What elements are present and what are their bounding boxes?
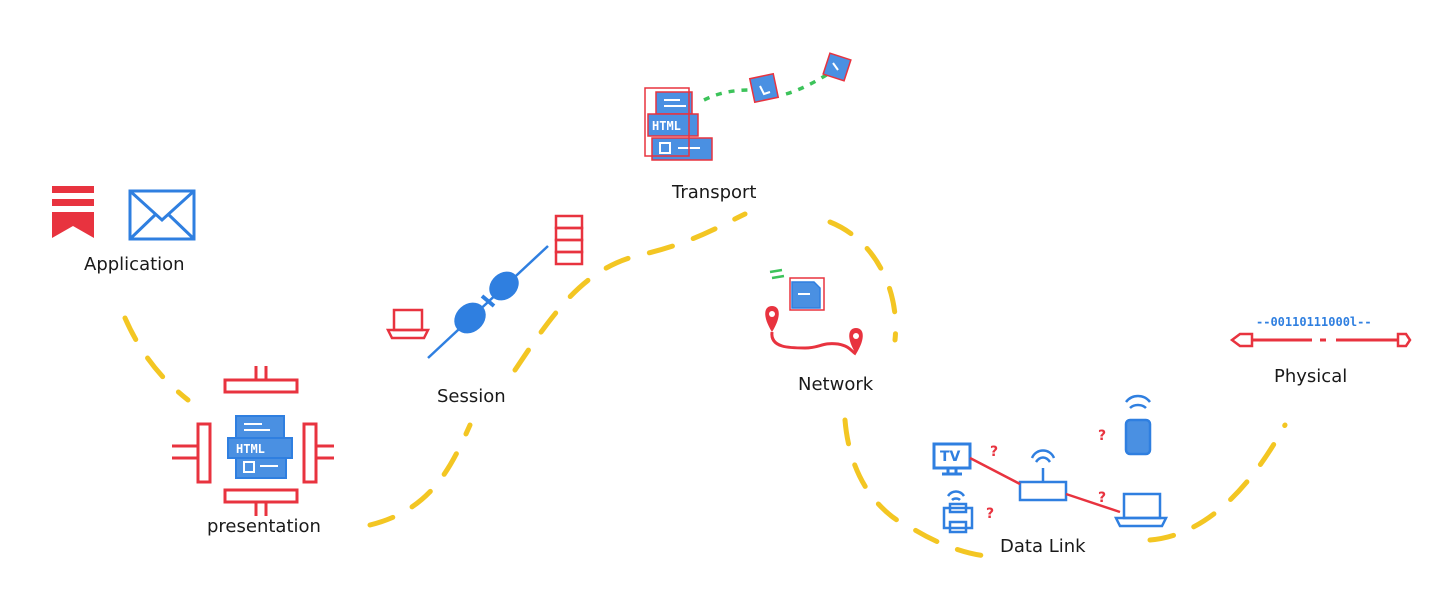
data-link-group: TV ? ? ? ? Data Link	[932, 394, 1169, 557]
path-network-datalink	[842, 417, 993, 559]
layer-path	[122, 211, 1288, 559]
presentation-brackets	[172, 366, 334, 516]
transport-doc-label: HTML	[652, 119, 681, 133]
question-mark: ?	[990, 444, 998, 460]
network-group: Network	[765, 268, 874, 395]
packet-icon	[748, 52, 852, 104]
mail-icon	[128, 189, 196, 241]
html-document-icon: HTML	[227, 415, 293, 479]
question-mark: ?	[1098, 490, 1106, 506]
transport-dotted-trail	[703, 72, 829, 102]
network-signal-marks	[769, 268, 785, 280]
plug-icon	[454, 271, 519, 334]
path-application-presentation	[122, 315, 191, 403]
question-mark: ?	[1098, 428, 1106, 444]
data-link-wires	[969, 456, 1121, 514]
physical-bits: --00110111000l--	[1256, 315, 1372, 329]
phone-icon	[1124, 394, 1152, 456]
tv-icon-label: TV	[940, 449, 961, 465]
packet-icon	[789, 277, 825, 311]
session-group: Session	[385, 214, 584, 407]
physical-label: Physical	[1274, 366, 1347, 387]
printer-icon	[942, 490, 974, 534]
transport-group: HTML Transport	[644, 52, 852, 203]
cable-icon	[1229, 332, 1412, 348]
transport-label: Transport	[671, 182, 756, 203]
laptop-icon	[385, 308, 431, 340]
session-label: Session	[437, 386, 506, 407]
tv-icon: TV	[932, 442, 972, 476]
presentation-label: presentation	[207, 516, 321, 537]
data-link-label: Data Link	[1000, 536, 1086, 557]
application-label: Application	[84, 254, 185, 275]
path-presentation-session	[367, 422, 473, 528]
application-group: Application	[52, 186, 196, 275]
path-transport-network	[827, 219, 899, 343]
physical-group: --00110111000l-- Physical	[1229, 315, 1412, 387]
network-route	[770, 331, 857, 356]
laptop-icon	[1113, 492, 1169, 528]
presentation-doc-label: HTML	[236, 442, 265, 456]
path-datalink-physical	[1147, 422, 1288, 543]
server-icon	[554, 214, 584, 266]
router-icon	[1018, 449, 1068, 502]
question-mark: ?	[986, 506, 994, 522]
bookmark-icon	[52, 186, 94, 238]
network-label: Network	[798, 374, 874, 395]
presentation-group: HTML presentation	[172, 366, 334, 537]
path-session-transport	[512, 211, 748, 373]
location-pin-icon	[765, 306, 863, 354]
packet-stack-icon: HTML	[644, 87, 713, 161]
